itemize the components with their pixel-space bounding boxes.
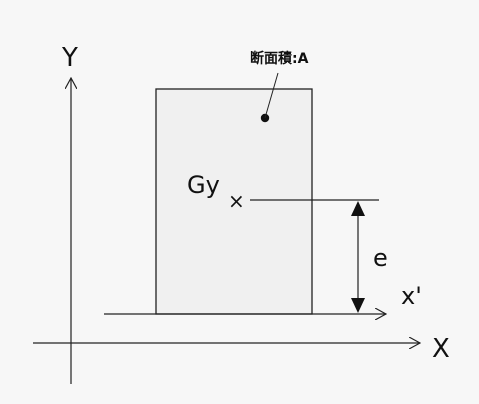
offset-label: e (373, 244, 388, 272)
centroid-label: Gy (187, 171, 220, 199)
area-leader-line (264, 72, 279, 119)
x-axis-label: X (432, 334, 450, 364)
area-label: 断面積:A (250, 50, 309, 67)
offset-arrow-up (351, 201, 365, 216)
offset-arrow-down (351, 298, 365, 313)
centroid-marker: × (228, 189, 245, 213)
local-x-axis-label: x' (401, 282, 422, 310)
y-axis-label: Y (61, 43, 78, 73)
cross-section-rect (155, 88, 313, 315)
